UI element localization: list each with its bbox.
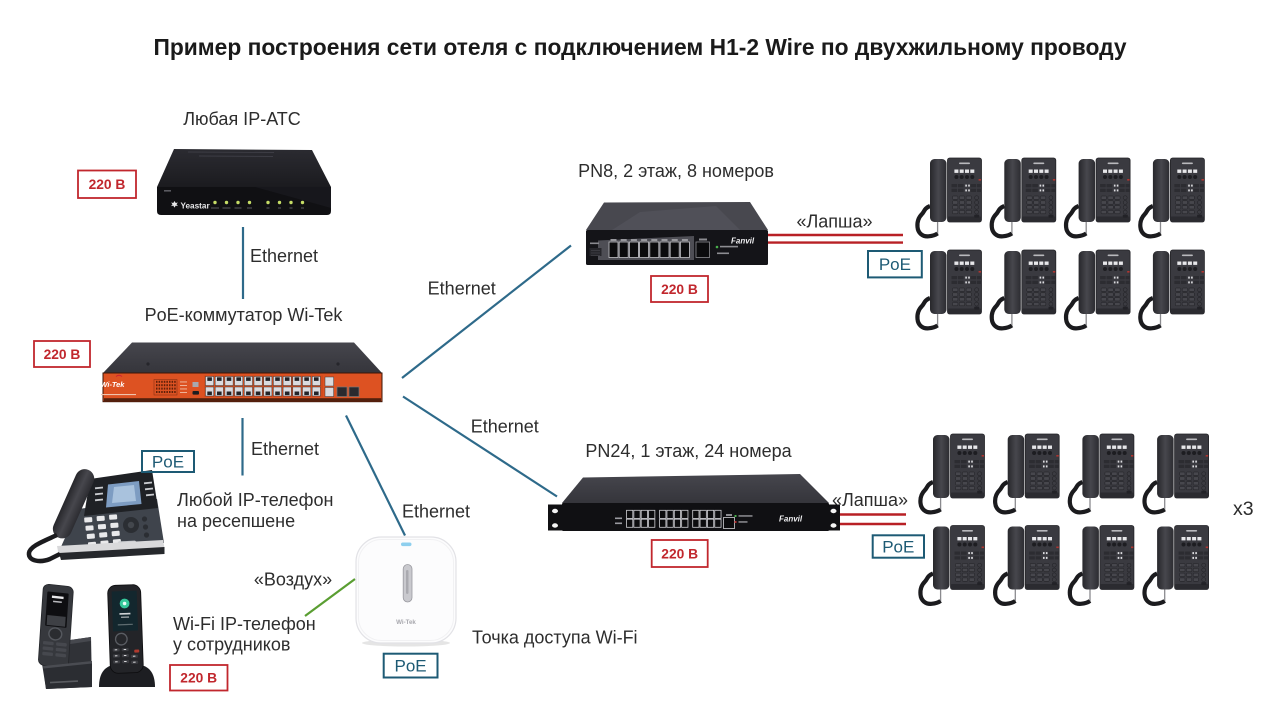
svg-text:на ресепшене: на ресепшене	[177, 511, 295, 531]
svg-text:у сотрудников: у сотрудников	[173, 635, 290, 655]
svg-text:PN8, 2 этаж, 8 номеров: PN8, 2 этаж, 8 номеров	[578, 161, 774, 181]
svg-text:PoE-коммутатор Wi-Tek: PoE-коммутатор Wi-Tek	[145, 305, 344, 325]
svg-text:Ethernet: Ethernet	[251, 439, 319, 459]
svg-text:Ethernet: Ethernet	[402, 502, 470, 522]
svg-text:Fanvil: Fanvil	[779, 515, 803, 524]
svg-text:Wi-Tek: Wi-Tek	[396, 619, 416, 626]
svg-text:x3: x3	[1233, 498, 1254, 520]
svg-text:220 В: 220 В	[89, 177, 126, 192]
svg-text:PoE: PoE	[152, 453, 184, 472]
svg-text:Точка доступа Wi-Fi: Точка доступа Wi-Fi	[472, 628, 638, 648]
svg-text:«Лапша»: «Лапша»	[832, 490, 908, 510]
svg-text:Wi-Fi IP-телефон: Wi-Fi IP-телефон	[173, 614, 316, 634]
svg-text:Yeastar: Yeastar	[181, 202, 211, 211]
svg-text:220 В: 220 В	[661, 547, 698, 562]
svg-text:220 В: 220 В	[180, 671, 217, 686]
svg-text:Любая IP-АТС: Любая IP-АТС	[183, 109, 301, 129]
svg-text:«Лапша»: «Лапша»	[796, 212, 872, 232]
svg-text:Wi-Tek: Wi-Tek	[101, 380, 126, 389]
svg-text:220 В: 220 В	[661, 282, 698, 297]
svg-text:PoE: PoE	[395, 657, 427, 676]
svg-text:PN24, 1 этаж, 24 номера: PN24, 1 этаж, 24 номера	[585, 441, 792, 461]
svg-text:Ethernet: Ethernet	[471, 417, 539, 437]
svg-text:PoE: PoE	[882, 538, 914, 557]
svg-text:PoE: PoE	[879, 255, 911, 274]
svg-text:Ethernet: Ethernet	[250, 246, 318, 266]
svg-text:220 В: 220 В	[44, 347, 81, 362]
svg-text:Пример построения сети отеля с: Пример построения сети отеля с подключен…	[153, 34, 1126, 60]
svg-text:Ethernet: Ethernet	[428, 279, 496, 299]
svg-text:Любой IP-телефон: Любой IP-телефон	[177, 490, 333, 510]
svg-text:«Воздух»: «Воздух»	[254, 570, 332, 590]
svg-text:Fanvil: Fanvil	[731, 237, 755, 246]
